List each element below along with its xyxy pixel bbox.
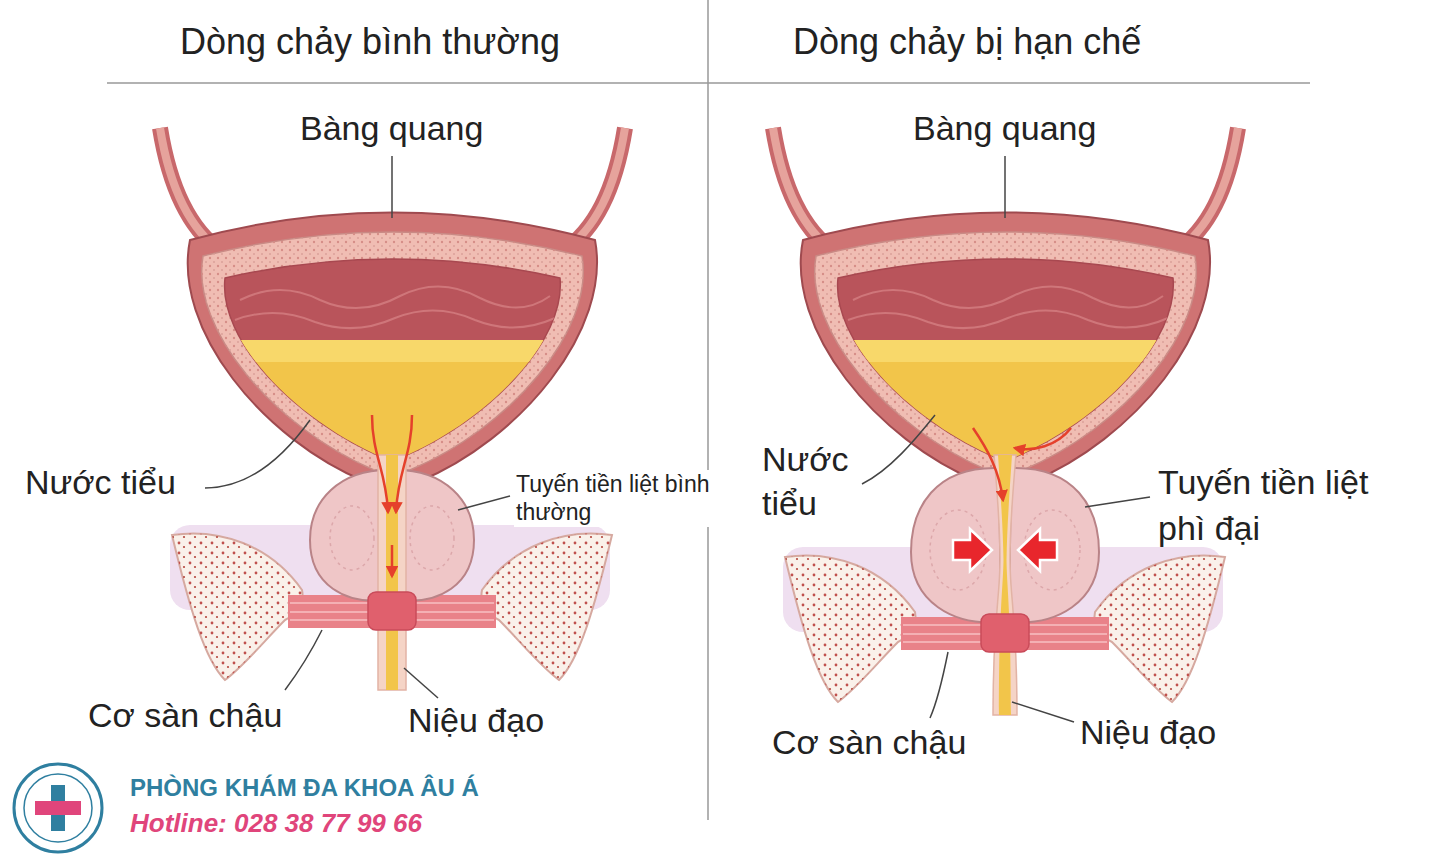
panel-heading: Dòng chảy bình thường: [180, 20, 560, 63]
compression-arrows: [953, 529, 1057, 571]
normal-panel: [160, 128, 625, 690]
part-label: Niệu đạo: [1080, 712, 1216, 753]
urethra: [378, 455, 406, 690]
panel-heading: Dòng chảy bị hạn chế: [793, 20, 1141, 63]
part-label: Nước tiểu: [25, 462, 176, 503]
part-label: Cơ sàn chậu: [772, 722, 966, 763]
sphincter: [981, 614, 1029, 652]
part-label: Niệu đạo: [408, 700, 544, 741]
flow-arrows: [973, 428, 1071, 500]
sphincter: [368, 592, 416, 630]
flow-arrows: [372, 415, 412, 576]
part-label: Tuyến tiền liệt bình thường: [514, 470, 718, 527]
panel-divider: [707, 0, 709, 820]
clinic-name: PHÒNG KHÁM ĐA KHOA ÂU Á: [130, 774, 479, 803]
part-label: Nước tiểu: [762, 437, 870, 525]
narrowed-urethra: [993, 455, 1017, 715]
leader-lines: [205, 156, 1150, 722]
part-label: Cơ sàn chậu: [88, 695, 282, 736]
clinic-logo: [14, 764, 102, 852]
part-label: Bàng quang: [300, 108, 483, 149]
hotline: Hotline: 028 38 77 99 66: [130, 808, 422, 839]
part-label: Bàng quang: [913, 108, 1096, 149]
part-label: Tuyến tiền liệt phì đại: [1158, 460, 1376, 552]
restricted-panel: [773, 128, 1238, 715]
